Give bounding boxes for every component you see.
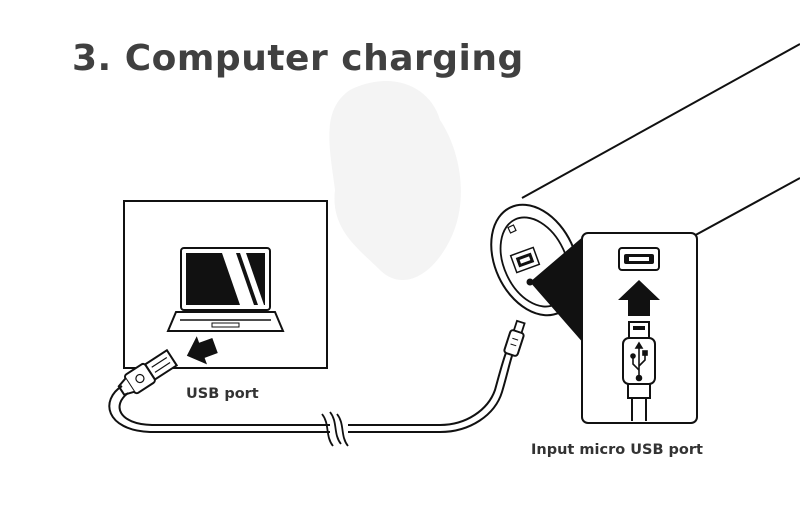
usb-a-plug-icon	[117, 348, 179, 396]
zoom-inset-panel	[581, 232, 698, 424]
usb-symbol-icon	[630, 341, 648, 382]
usb-cable	[108, 349, 515, 447]
page-title: 3. Computer charging	[72, 38, 524, 79]
power-bank-tube	[490, 43, 800, 345]
usb-port-label: USB port	[186, 386, 259, 402]
powerbank-port	[509, 246, 541, 274]
micro-usb-port-label: Input micro USB port	[531, 442, 703, 458]
arrow-into-usb-icon	[186, 336, 218, 365]
computer-panel	[123, 200, 328, 369]
micro-usb-socket-icon	[618, 247, 660, 271]
watermark	[329, 81, 461, 280]
arrow-up-icon	[618, 280, 660, 316]
micro-usb-plug-icon	[503, 319, 526, 357]
micro-usb-plug-icon	[622, 321, 656, 421]
laptop-icon	[166, 247, 285, 332]
